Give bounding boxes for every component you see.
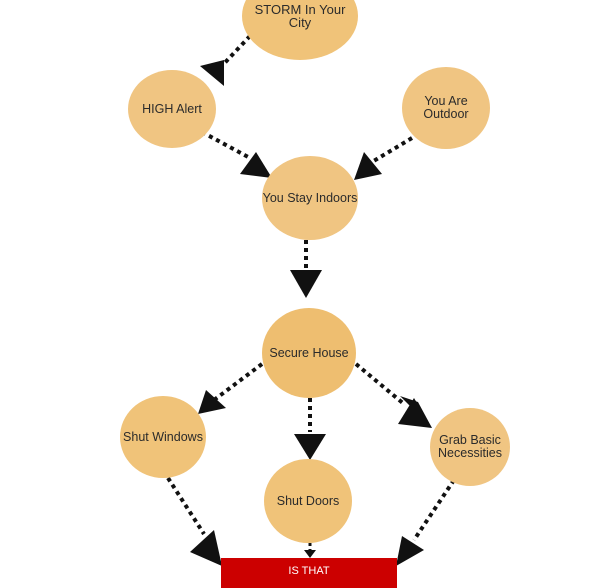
arrowhead-icon xyxy=(198,390,226,414)
edge-secure-to-grab xyxy=(354,362,432,428)
arrowhead-icon xyxy=(240,152,272,178)
node-high-alert: HIGH Alert xyxy=(128,70,216,148)
result-box: IS THAT xyxy=(221,558,397,588)
edge-secure-to-doors xyxy=(294,398,326,460)
flowchart: STORM In Your City HIGH Alert You Are Ou… xyxy=(120,0,510,588)
arrowhead-icon xyxy=(396,536,424,566)
arrowhead-icon xyxy=(200,60,224,86)
edge-doors-to-box xyxy=(304,543,316,558)
arrowhead-icon-part xyxy=(398,398,432,428)
node-secure-house: Secure House xyxy=(262,308,356,398)
edge-grab-to-box xyxy=(396,478,456,566)
edge-secure-to-windows xyxy=(198,362,264,414)
node-grab-basic-necessities: Grab Basic Necessities xyxy=(430,408,510,486)
edge-high-to-stay xyxy=(201,130,272,178)
edge-outdoor-to-stay xyxy=(354,136,414,180)
arrowhead-icon xyxy=(304,550,316,558)
node-shut-windows: Shut Windows xyxy=(120,396,206,478)
arrowhead-icon xyxy=(190,530,222,566)
node-stay-indoors: You Stay Indoors xyxy=(262,156,358,240)
edge-stay-to-secure xyxy=(290,240,322,298)
arrows-layer xyxy=(166,34,456,566)
node-outdoor: You Are Outdoor xyxy=(402,67,490,149)
node-shut-doors: Shut Doors xyxy=(264,459,352,543)
edge-storm-to-high xyxy=(200,34,252,86)
arrowhead-icon xyxy=(290,270,322,298)
edge-windows-to-box xyxy=(166,476,222,566)
arrowhead-icon xyxy=(294,434,326,460)
arrowhead-icon xyxy=(354,152,382,180)
